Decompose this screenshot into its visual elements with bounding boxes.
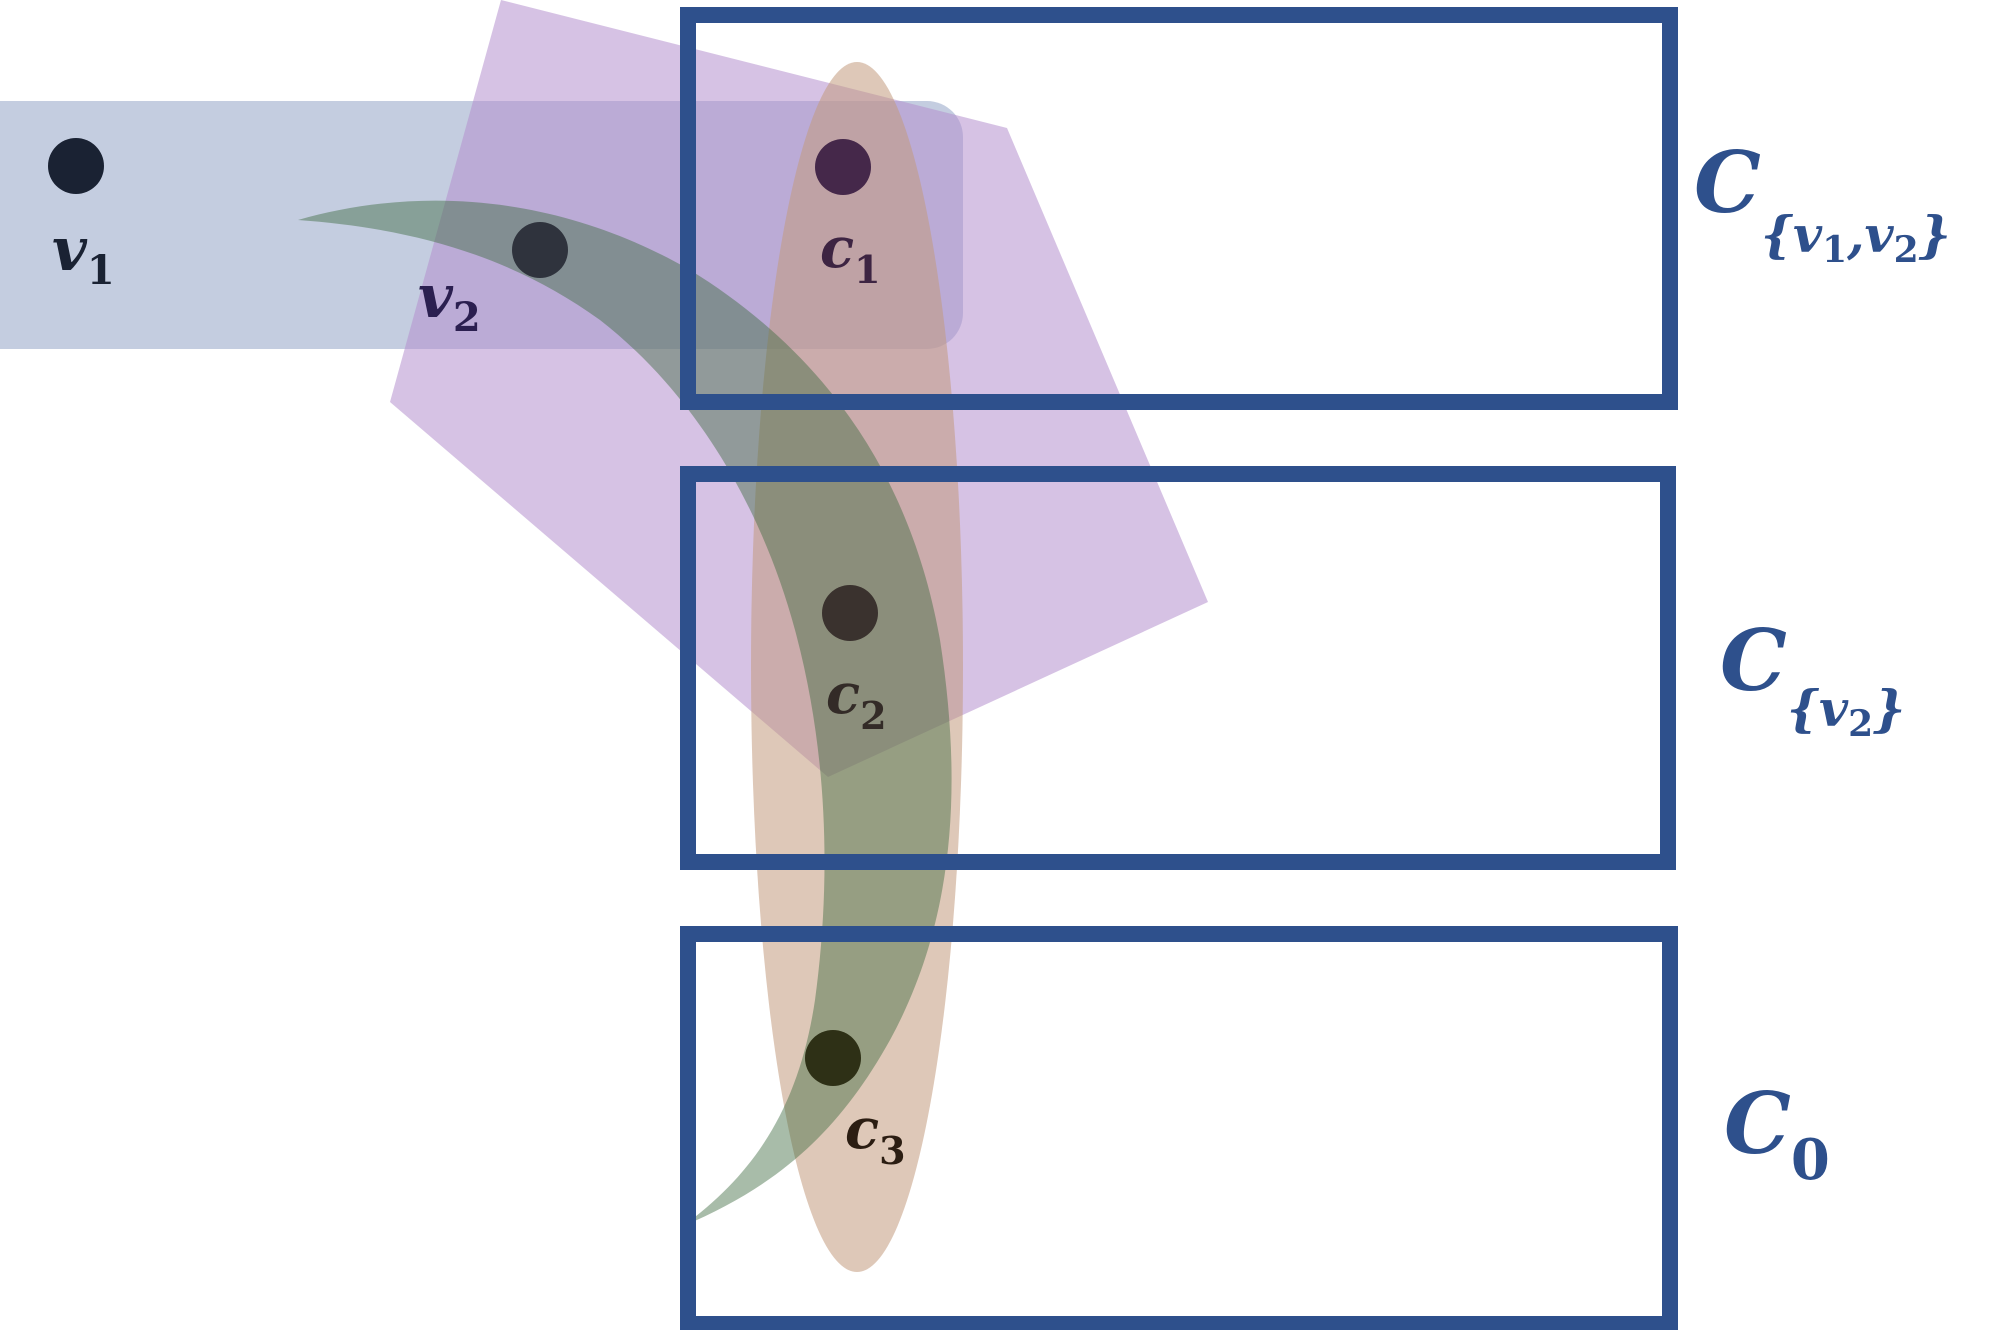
label-c1: c1 — [820, 215, 881, 292]
vertex-dot-v1 — [48, 138, 104, 194]
green-crescent — [298, 200, 952, 1226]
label-v1: v1 — [52, 215, 115, 294]
label-box-c-0: C0 — [1724, 1074, 1830, 1193]
box-c-v1-v2 — [680, 7, 1678, 410]
clause-dot-c2 — [822, 585, 878, 641]
box-c-v2 — [680, 466, 1676, 870]
cluster-boxes — [680, 7, 1678, 1330]
box-c-0 — [680, 926, 1678, 1330]
label-c3: c3 — [845, 1096, 906, 1173]
vertex-dot-v2 — [512, 222, 568, 278]
clause-dot-c3 — [805, 1030, 861, 1086]
label-box-c-v1-v2: C{v1,v2} — [1694, 133, 1951, 271]
label-box-c-v2: C{v2} — [1720, 611, 1905, 745]
label-c2: c2 — [826, 661, 887, 738]
clause-dot-c1 — [815, 139, 871, 195]
label-v2: v2 — [418, 262, 481, 341]
tan-ellipse — [751, 62, 963, 1272]
